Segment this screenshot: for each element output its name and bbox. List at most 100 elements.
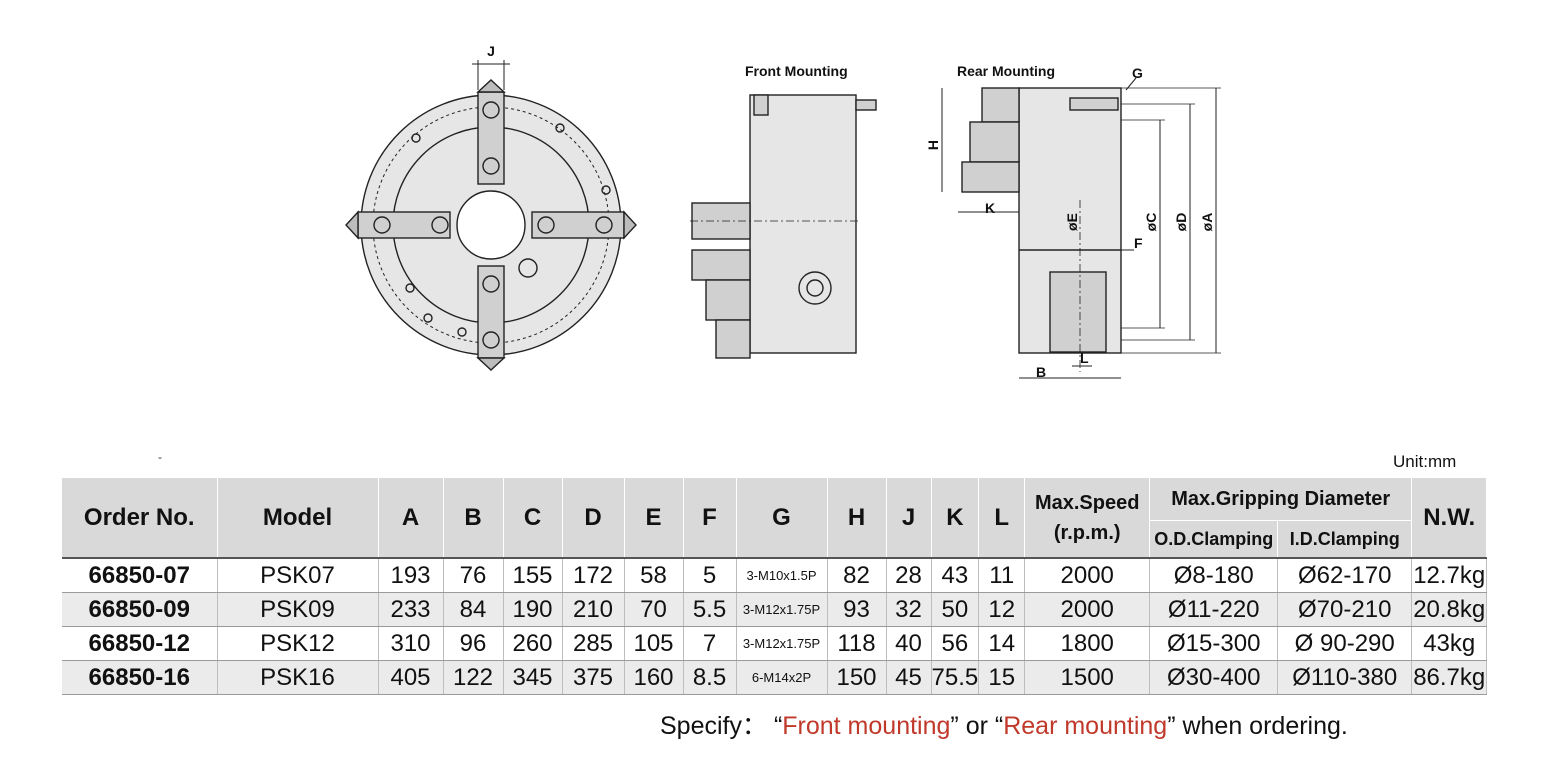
cell-c: 190	[503, 592, 563, 627]
header-max-speed-line1: Max.Speed	[1034, 491, 1140, 514]
cell-b: 84	[443, 592, 504, 627]
header-f: F	[683, 478, 737, 558]
header-max-speed: Max.Speed (r.p.m.)	[1024, 478, 1151, 558]
note-open-quote-2: “	[994, 712, 1004, 740]
cell-d: 172	[562, 557, 625, 593]
header-od-clamping: O.D.Clamping	[1149, 520, 1279, 558]
cell-a: 233	[378, 592, 444, 627]
cell-f: 7	[683, 626, 737, 661]
cell-id: Ø 90-290	[1277, 626, 1413, 661]
cell-nw: 20.8kg	[1411, 592, 1488, 627]
cell-speed: 2000	[1024, 557, 1151, 593]
cell-id: Ø70-210	[1277, 592, 1413, 627]
cell-od: Ø8-180	[1149, 557, 1279, 593]
cell-l: 15	[978, 660, 1026, 695]
cell-order-no: 66850-07	[62, 557, 218, 593]
header-h: H	[827, 478, 887, 558]
dim-l-label: L	[1080, 350, 1089, 366]
note-or: or	[965, 712, 988, 740]
cell-id: Ø110-380	[1277, 660, 1413, 695]
header-a: A	[378, 478, 444, 558]
cell-j: 40	[886, 626, 932, 661]
cell-e: 105	[624, 626, 684, 661]
cell-b: 122	[443, 660, 504, 695]
dim-j-label: J	[487, 43, 495, 59]
dim-e-label: øE	[1064, 213, 1080, 231]
cell-model: PSK09	[217, 592, 379, 627]
cell-speed: 2000	[1024, 592, 1151, 627]
cell-a: 193	[378, 557, 444, 593]
dim-g-label: G	[1132, 65, 1143, 81]
header-c: C	[503, 478, 563, 558]
dim-k-label: K	[985, 200, 995, 216]
cell-f: 8.5	[683, 660, 737, 695]
cell-f: 5.5	[683, 592, 737, 627]
header-max-speed-line2: (r.p.m.)	[1053, 521, 1121, 544]
cell-d: 285	[562, 626, 625, 661]
header-d: D	[562, 478, 625, 558]
cell-od: Ø15-300	[1149, 626, 1279, 661]
rear-mounting-label: Rear Mounting	[957, 63, 1055, 79]
cell-speed: 1800	[1024, 626, 1151, 661]
cell-g: 3-M12x1.75P	[736, 592, 828, 627]
dim-h-label: H	[925, 140, 941, 150]
cell-g: 3-M12x1.75P	[736, 626, 828, 661]
dim-a-label: øA	[1199, 213, 1215, 232]
header-l: L	[978, 478, 1026, 558]
ordering-note: Specify： “Front mounting” or “Rear mount…	[660, 706, 1348, 742]
cell-l: 11	[978, 557, 1026, 593]
header-g: G	[736, 478, 828, 558]
cell-j: 32	[886, 592, 932, 627]
dim-c-label: øC	[1143, 213, 1159, 232]
cell-d: 375	[562, 660, 625, 695]
cell-f: 5	[683, 557, 737, 593]
cell-j: 45	[886, 660, 932, 695]
note-suffix: when ordering.	[1182, 712, 1348, 740]
cell-nw: 43kg	[1411, 626, 1488, 661]
note-rear-mounting: Rear mounting	[1003, 712, 1168, 740]
cell-l: 14	[978, 626, 1026, 661]
cell-h: 150	[827, 660, 887, 695]
cell-k: 50	[931, 592, 980, 627]
cell-model: PSK12	[217, 626, 379, 661]
cell-h: 82	[827, 557, 887, 593]
dim-f-label: F	[1134, 235, 1143, 251]
header-k: K	[931, 478, 980, 558]
rear-mounting-view	[941, 77, 1221, 379]
unit-label: Unit:mm	[1393, 452, 1457, 471]
cell-l: 12	[978, 592, 1026, 627]
note-close-quote-1: ”	[950, 712, 959, 740]
cell-order-no: 66850-16	[62, 660, 218, 695]
dim-b-label: B	[1036, 364, 1046, 380]
cell-od: Ø30-400	[1149, 660, 1279, 695]
cell-od: Ø11-220	[1149, 592, 1279, 627]
header-order-no: Order No.	[62, 478, 218, 558]
header-max-gripping-diameter: Max.Gripping Diameter	[1149, 478, 1413, 521]
header-nw: N.W.	[1411, 478, 1488, 558]
cell-e: 160	[624, 660, 684, 695]
cell-c: 345	[503, 660, 563, 695]
header-model: Model	[217, 478, 379, 558]
header-id-clamping: I.D.Clamping	[1277, 520, 1413, 558]
cell-b: 96	[443, 626, 504, 661]
cell-j: 28	[886, 557, 932, 593]
cell-g: 6-M14x2P	[736, 660, 828, 695]
cell-k: 43	[931, 557, 980, 593]
note-front-mounting: Front mounting	[782, 712, 951, 740]
cell-e: 58	[624, 557, 684, 593]
front-mounting-view	[690, 94, 877, 359]
chuck-front-view	[345, 60, 637, 371]
cell-nw: 12.7kg	[1411, 557, 1488, 593]
cell-id: Ø62-170	[1277, 557, 1413, 593]
cell-order-no: 66850-12	[62, 626, 218, 661]
cell-g: 3-M10x1.5P	[736, 557, 828, 593]
cell-a: 310	[378, 626, 444, 661]
cell-order-no: 66850-09	[62, 592, 218, 627]
cell-model: PSK07	[217, 557, 379, 593]
header-b: B	[443, 478, 504, 558]
cell-b: 76	[443, 557, 504, 593]
